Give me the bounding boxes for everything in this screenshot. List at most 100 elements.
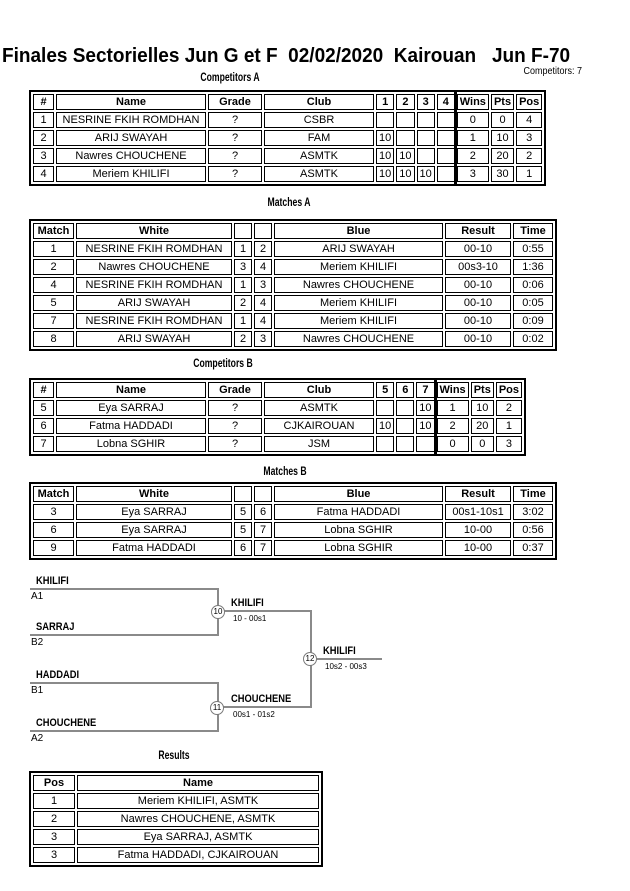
cell-result: 00s3-10	[445, 259, 511, 275]
col-header-wins: Wins	[436, 382, 469, 398]
col-header-white: White	[76, 486, 232, 502]
cell-match: 7	[33, 313, 74, 329]
cell-name: Nawres CHOUCHENE	[56, 148, 206, 164]
section-title-results: Results	[158, 748, 190, 762]
table-row: 1 Meriem KHILIFI, ASMTK	[33, 793, 319, 809]
cell-white-num: 6	[234, 540, 252, 556]
col-header-pos: Pos	[495, 382, 522, 398]
cell-pos: 1	[516, 166, 543, 182]
matches-a-table: Match White Blue Result Time 1 NESRINE F…	[29, 219, 557, 351]
cell-club: JSM	[264, 436, 374, 452]
cell-pos: 3	[33, 829, 75, 845]
col-header-blue-num	[254, 486, 272, 502]
bracket-slot-name: SARRAJ	[36, 621, 75, 633]
section-title-competitors-b: Competitors B	[193, 356, 253, 370]
cell-pts: 10	[470, 400, 494, 416]
cell-blue: Meriem KHILIFI	[274, 295, 443, 311]
cell-r4	[436, 148, 455, 164]
cell-r1: 10	[376, 148, 395, 164]
col-header-pos: Pos	[516, 94, 543, 110]
cell-r1	[376, 112, 395, 128]
bracket-slot-seed: B1	[31, 685, 44, 696]
cell-r4	[436, 130, 455, 146]
cell-result: 10-00	[445, 522, 511, 538]
cell-blue-num: 2	[254, 241, 272, 257]
cell-match: 8	[33, 331, 74, 347]
cell-match: 1	[33, 241, 74, 257]
bracket-line	[30, 730, 219, 732]
col-header-white-num	[234, 223, 252, 239]
cell-blue-num: 4	[254, 313, 272, 329]
cell-pts: 30	[490, 166, 515, 182]
results-table: Pos Name 1 Meriem KHILIFI, ASMTK 2 Nawre…	[29, 771, 323, 867]
cell-r2	[396, 112, 415, 128]
table-row: 9 Fatma HADDADI 6 7 Lobna SGHIR 10-00 0:…	[33, 540, 553, 556]
col-header-grade: Grade	[208, 94, 262, 110]
cell-name: Eya SARRAJ, ASMTK	[77, 829, 319, 845]
bracket-slot-seed: B2	[31, 637, 44, 648]
cell-white-num: 1	[234, 277, 252, 293]
col-header-round2: 2	[396, 94, 415, 110]
cell-pos: 3	[33, 847, 75, 863]
cell-match: 4	[33, 277, 74, 293]
bracket-winner-name: KHILIFI	[323, 645, 356, 657]
bracket-slot-name: KHILIFI	[36, 575, 69, 587]
cell-pos: 2	[33, 811, 75, 827]
table-row: 3 Fatma HADDADI, CJKAIROUAN	[33, 847, 319, 863]
col-header-pts: Pts	[470, 382, 494, 398]
bracket-line	[30, 682, 219, 684]
cell-white-num: 1	[234, 241, 252, 257]
col-header-round3: 3	[416, 94, 435, 110]
cell-name: Meriem KHILIFI	[56, 166, 206, 182]
cell-blue-num: 3	[254, 277, 272, 293]
table-row: 2 ARIJ SWAYAH ? FAM 10 1 10 3	[33, 130, 543, 146]
cell-blue: Meriem KHILIFI	[274, 259, 443, 275]
cell-grade: ?	[208, 112, 262, 128]
bracket-line	[30, 588, 219, 590]
col-header-num: #	[33, 382, 54, 398]
cell-r2: 10	[396, 166, 415, 182]
table-row: 5 ARIJ SWAYAH 2 4 Meriem KHILIFI 00-10 0…	[33, 295, 553, 311]
cell-white: NESRINE FKIH ROMDHAN	[76, 241, 232, 257]
table-row: 7 NESRINE FKIH ROMDHAN 1 4 Meriem KHILIF…	[33, 313, 553, 329]
bracket-slot-seed: A2	[31, 733, 44, 744]
cell-white: Eya SARRAJ	[76, 522, 232, 538]
cell-num: 7	[33, 436, 54, 452]
match-number-circle: 10	[211, 605, 225, 619]
cell-match: 3	[33, 504, 74, 520]
table-header-row: Match White Blue Result Time	[33, 486, 553, 502]
cell-pts: 10	[490, 130, 515, 146]
cell-blue-num: 4	[254, 295, 272, 311]
table-row: 1 NESRINE FKIH ROMDHAN ? CSBR 0 0 4	[33, 112, 543, 128]
cell-r3	[416, 112, 435, 128]
cell-time: 1:36	[513, 259, 553, 275]
bracket-line	[30, 634, 219, 636]
cell-blue-num: 7	[254, 540, 272, 556]
cell-pts: 0	[490, 112, 515, 128]
cell-white: Eya SARRAJ	[76, 504, 232, 520]
cell-blue-num: 6	[254, 504, 272, 520]
cell-r7: 10	[416, 400, 435, 416]
cell-white: ARIJ SWAYAH	[76, 295, 232, 311]
cell-r3	[416, 130, 435, 146]
cell-club: ASMTK	[264, 166, 374, 182]
cell-match: 9	[33, 540, 74, 556]
cell-white-num: 2	[234, 331, 252, 347]
cell-white-num: 3	[234, 259, 252, 275]
match-number-circle: 12	[303, 652, 317, 666]
cell-result: 00-10	[445, 331, 511, 347]
table-row: 8 ARIJ SWAYAH 2 3 Nawres CHOUCHENE 00-10…	[33, 331, 553, 347]
cell-blue: Lobna SGHIR	[274, 540, 443, 556]
cell-num: 4	[33, 166, 54, 182]
cell-r3	[416, 148, 435, 164]
competitors-count: Competitors: 7	[523, 66, 582, 77]
cell-pos: 1	[33, 793, 75, 809]
bracket-slot-seed: A1	[31, 591, 44, 602]
matches-b-table: Match White Blue Result Time 3 Eya SARRA…	[29, 482, 557, 560]
col-header-club: Club	[264, 382, 374, 398]
cell-white: Nawres CHOUCHENE	[76, 259, 232, 275]
cell-result: 00-10	[445, 241, 511, 257]
cell-name: ARIJ SWAYAH	[56, 130, 206, 146]
cell-wins: 0	[436, 436, 469, 452]
cell-num: 5	[33, 400, 54, 416]
